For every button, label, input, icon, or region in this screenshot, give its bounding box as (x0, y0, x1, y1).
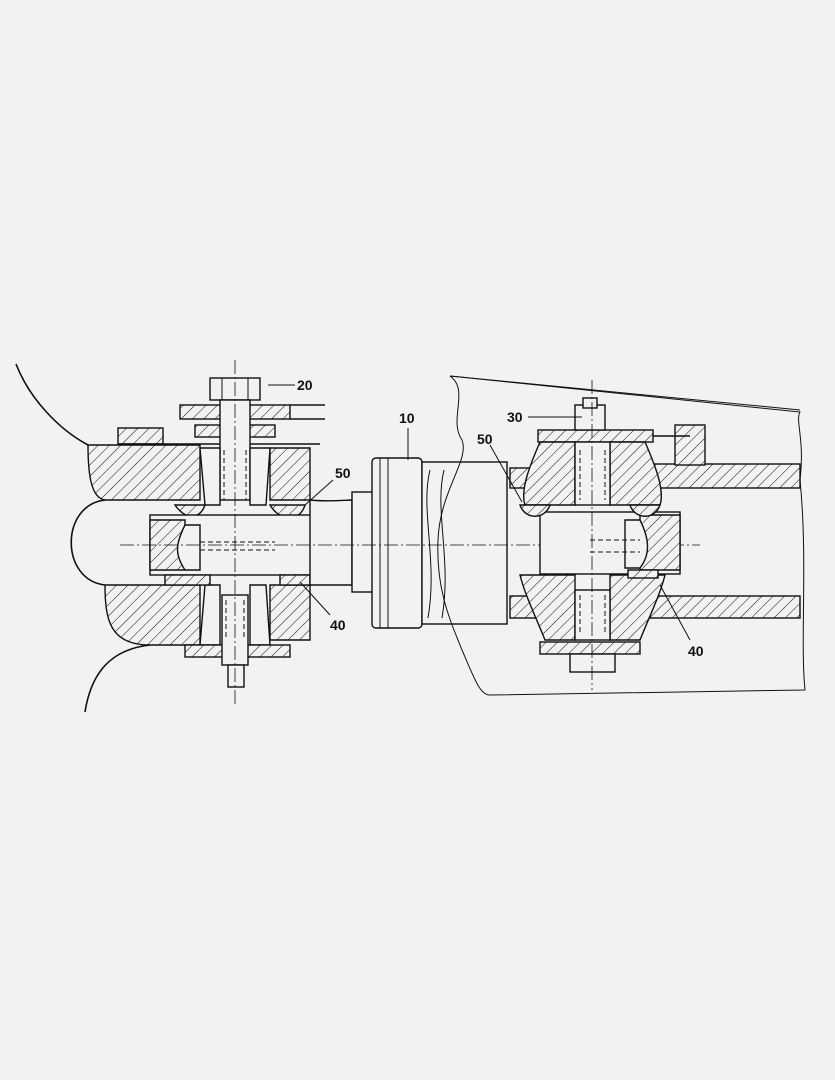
left-upper-beam-right (269, 447, 311, 501)
callout-50-left: 50 (335, 465, 351, 481)
right-lower-cone-r (609, 574, 666, 641)
right-upper-cone-r (609, 441, 662, 506)
callouts: 20 50 40 10 30 50 40 (268, 377, 704, 659)
right-upper-beam (649, 463, 801, 489)
callout-10: 10 (399, 410, 415, 426)
left-housing-lower-curve (84, 644, 151, 713)
right-lower-bolt (574, 589, 611, 641)
right-upper-bolt (574, 441, 611, 506)
callout-20: 20 (297, 377, 313, 393)
right-lower-shim (627, 569, 659, 579)
left-housing-break-line (15, 363, 89, 446)
left-lower-beam (104, 584, 201, 646)
left-u-end (70, 499, 106, 586)
callout-30: 30 (507, 409, 523, 425)
left-upper-bushing (199, 447, 221, 506)
left-lower-bushing (199, 584, 221, 646)
right-top-plate (537, 429, 654, 443)
right-bottom-plate (539, 641, 641, 655)
left-lower-beam-right (269, 584, 311, 641)
right-lower-cone-l (519, 574, 576, 641)
left-top-bracket (117, 427, 164, 445)
shaft-neck (309, 499, 353, 586)
center-shaft (120, 457, 700, 629)
left-lower-shim (164, 574, 211, 586)
left-upper-bushing-r (249, 447, 271, 506)
left-assembly (15, 360, 325, 713)
right-elastomer-r (629, 504, 661, 517)
callout-50-right: 50 (477, 431, 493, 447)
left-lower-bushing-r (249, 584, 271, 646)
callout-40-right: 40 (688, 643, 704, 659)
right-bolt-nut (582, 397, 598, 409)
right-upper-cone-l (523, 441, 576, 506)
left-lower-shim-r (279, 574, 311, 586)
right-bottom-nut (569, 653, 616, 673)
shaft-body (421, 461, 508, 625)
right-top-bracket (674, 424, 706, 466)
right-elastomer-l (519, 504, 551, 517)
right-assembly (437, 375, 806, 696)
left-lower-nut (227, 664, 245, 688)
callout-40-left: 40 (330, 617, 346, 633)
left-upper-beam (87, 444, 201, 501)
